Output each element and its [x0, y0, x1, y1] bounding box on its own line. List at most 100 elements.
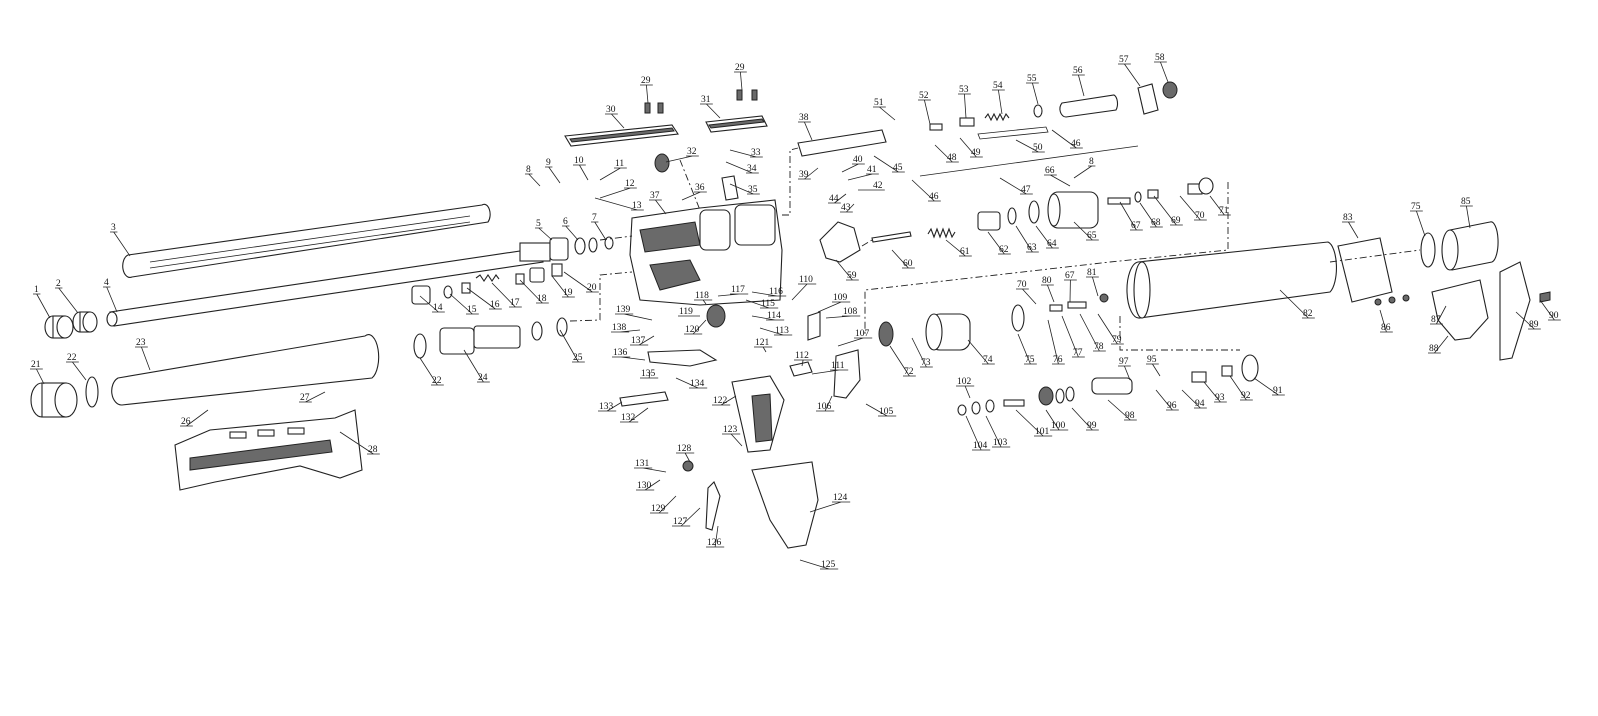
part-number-label: 90: [1549, 311, 1559, 321]
leader-line: [573, 164, 589, 181]
part-35-ring: [721, 175, 739, 201]
part-number-label: 133: [599, 402, 614, 412]
leader-line: [299, 391, 326, 403]
leader-line: [66, 361, 87, 381]
leader-line: [339, 431, 380, 455]
part-number-label: 85: [1461, 197, 1471, 207]
part-number-label: 131: [635, 459, 650, 469]
part-number-label: 6: [563, 217, 568, 227]
part-number-label: 134: [690, 379, 705, 389]
leader-line: [1015, 225, 1039, 253]
leader-line: [681, 191, 707, 201]
leader-line: [1119, 201, 1143, 231]
part-number-label: 95: [1147, 355, 1157, 365]
part-number-label: 11: [615, 159, 624, 169]
part-127-trigger-blade: [705, 481, 721, 531]
leader-line: [466, 287, 502, 310]
part-number-label: 20: [587, 283, 597, 293]
part-number-label: 51: [874, 98, 884, 108]
leader-line: [1539, 299, 1561, 321]
part-number-label: 16: [490, 300, 500, 310]
leader-line: [694, 299, 713, 305]
leader-line: [535, 227, 553, 241]
part-number-label: 132: [621, 413, 636, 423]
part-number-label: 43: [841, 203, 851, 213]
part-number-label: 97: [1119, 357, 1129, 367]
leader-line: [1064, 279, 1077, 303]
part-number-label: 28: [368, 445, 378, 455]
leader-line: [1379, 309, 1393, 333]
part-number-label: 68: [1151, 218, 1161, 228]
part-number-label: 46: [929, 192, 939, 202]
leader-line: [837, 337, 873, 347]
leader-line: [30, 368, 45, 385]
leader-line: [816, 395, 835, 412]
part-number-label: 10: [574, 156, 584, 166]
leader-line: [828, 193, 847, 204]
leader-line: [672, 507, 701, 527]
leader-line: [1342, 221, 1359, 239]
part-number-label: 75: [1411, 202, 1421, 212]
part-number-label: 89: [1529, 320, 1539, 330]
leader-line: [1181, 389, 1207, 409]
part-61-spring: [927, 227, 956, 239]
leader-line: [1086, 276, 1099, 297]
leader-line: [791, 283, 817, 301]
part-54-spring: [984, 112, 1010, 122]
part-number-label: 125: [821, 560, 836, 570]
part-number-label: 2: [56, 279, 61, 289]
assembly-lines: [569, 147, 1421, 351]
part-91-nut: [1241, 354, 1259, 382]
part-56-cylinder: [1059, 94, 1119, 118]
part-number-label: 36: [695, 183, 705, 193]
leader-line: [1209, 195, 1231, 216]
leader-line: [1146, 363, 1161, 377]
part-5-nut: [549, 237, 569, 261]
leader-line: [1079, 313, 1106, 352]
part-number-label: 122: [713, 396, 728, 406]
part-number-label: 38: [799, 113, 809, 123]
part-number-label: 52: [919, 91, 929, 101]
part-23-air-cylinder: [111, 334, 380, 406]
part-number-label: 70: [1017, 280, 1027, 290]
part-number-label: 104: [973, 441, 988, 451]
leader-line: [729, 183, 760, 195]
leader-line: [684, 319, 707, 335]
part-number-label: 88: [1429, 344, 1439, 354]
part-62-sleeve: [977, 211, 1001, 231]
leader-line: [959, 137, 983, 158]
leader-line: [599, 167, 627, 181]
part-number-label: 15: [467, 305, 477, 315]
leader-line: [754, 346, 773, 353]
leader-line: [825, 315, 861, 319]
leader-line: [1430, 305, 1447, 325]
part-number-label: 80: [1042, 276, 1052, 286]
leader-line: [700, 103, 721, 119]
part-58-nut: [1162, 81, 1178, 99]
leader-line: [611, 329, 641, 333]
leader-line: [1026, 82, 1039, 105]
part-number-label: 99: [1087, 421, 1097, 431]
leader-line: [551, 275, 575, 298]
part-number-label: 108: [843, 307, 858, 317]
leader-line: [794, 359, 813, 367]
part-number-label: 73: [921, 358, 931, 368]
leader-line: [1139, 202, 1163, 228]
part-89-butt-pad: [1499, 261, 1531, 361]
leader-line: [615, 313, 653, 321]
part-number-label: 29: [641, 76, 651, 86]
leader-line: [798, 167, 819, 180]
part-number-label: 56: [1073, 66, 1083, 76]
part-98-valve-body: [1091, 377, 1133, 395]
leader-line: [1253, 377, 1285, 396]
part-number-label: 100: [1051, 421, 1066, 431]
part-number-label: 24: [478, 373, 488, 383]
leader-line: [911, 337, 933, 368]
part-number-label: 9: [546, 158, 551, 168]
leader-line: [1016, 288, 1037, 305]
leader-line: [751, 315, 785, 321]
leader-line: [1118, 63, 1141, 87]
part-number-label: 67: [1131, 221, 1141, 231]
leader-line: [180, 409, 209, 427]
